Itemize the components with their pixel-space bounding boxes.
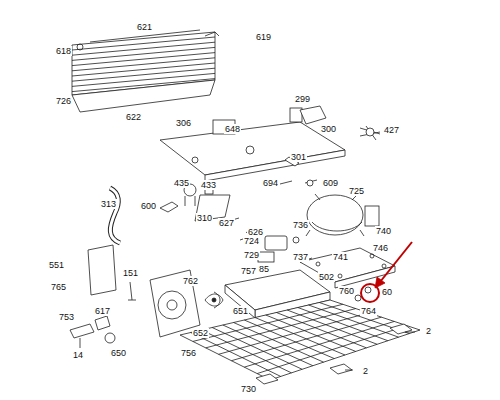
callout-number: 724 bbox=[243, 236, 260, 246]
callout-number: 627 bbox=[218, 218, 235, 228]
callout-number: 725 bbox=[348, 186, 365, 196]
grid-stroke bbox=[72, 37, 215, 50]
grid-stroke bbox=[244, 321, 394, 367]
electrical-parts bbox=[160, 106, 380, 240]
grid-stroke bbox=[72, 68, 215, 81]
cover-plate bbox=[160, 120, 345, 181]
condenser bbox=[72, 30, 219, 112]
callout-number: 730 bbox=[240, 384, 257, 394]
compressor bbox=[306, 192, 379, 236]
grid-stroke bbox=[219, 313, 369, 354]
callout-number: 726 bbox=[55, 96, 72, 106]
bottom-grid bbox=[180, 300, 420, 380]
drain-tube bbox=[110, 188, 120, 243]
callout-number: 765 bbox=[50, 282, 67, 292]
callout-number: 299 bbox=[294, 94, 311, 104]
brackets bbox=[70, 316, 115, 348]
callout-number: 300 bbox=[320, 124, 337, 134]
callout-number: 2 bbox=[362, 366, 369, 376]
callout-number: 736 bbox=[292, 220, 309, 230]
callout-number: 753 bbox=[58, 312, 75, 322]
callout-number: 2 bbox=[425, 326, 432, 336]
fan-assembly bbox=[88, 245, 223, 337]
callout-number: 622 bbox=[125, 112, 142, 122]
callout-number: 151 bbox=[122, 268, 139, 278]
callout-number: 762 bbox=[182, 276, 199, 286]
callout-number: 746 bbox=[372, 243, 389, 253]
callout-number: 650 bbox=[110, 348, 127, 358]
grid-stroke bbox=[231, 317, 381, 361]
callout-number: 652 bbox=[192, 328, 209, 338]
callout-number: 313 bbox=[100, 199, 117, 209]
callout-number: 741 bbox=[332, 252, 349, 262]
callout-number: 502 bbox=[318, 272, 335, 282]
grid-stroke bbox=[191, 333, 281, 377]
callout-number: 621 bbox=[136, 22, 153, 32]
grid-stroke bbox=[72, 63, 215, 76]
callout-number: 301 bbox=[290, 152, 307, 162]
callout-number: 737 bbox=[292, 252, 309, 262]
callout-number: 14 bbox=[72, 350, 84, 360]
grid-stroke bbox=[206, 309, 356, 348]
callout-number: 306 bbox=[175, 118, 192, 128]
callout-number: 617 bbox=[94, 306, 111, 316]
grid-stroke bbox=[72, 53, 215, 66]
callout-number: 609 bbox=[322, 178, 339, 188]
callout-number: 618 bbox=[55, 46, 72, 56]
callout-number: 694 bbox=[262, 178, 279, 188]
callout-number: 756 bbox=[180, 348, 197, 358]
callout-number: 760 bbox=[338, 286, 355, 296]
callout-number: 729 bbox=[243, 250, 260, 260]
callout-number: 85 bbox=[258, 264, 270, 274]
grid-stroke bbox=[193, 304, 343, 341]
callout-number: 435 bbox=[173, 178, 190, 188]
foot-pads bbox=[256, 324, 415, 384]
callout-number: 757 bbox=[240, 266, 257, 276]
callout-number: 427 bbox=[383, 125, 400, 135]
grid-stroke bbox=[72, 58, 215, 71]
grid-stroke bbox=[72, 47, 215, 60]
callout-number: 433 bbox=[200, 180, 217, 190]
callout-number: 651 bbox=[232, 306, 249, 316]
callout-number: 551 bbox=[48, 260, 65, 270]
grid-stroke bbox=[72, 42, 215, 55]
callout-number: 648 bbox=[224, 124, 241, 134]
callout-number: 740 bbox=[375, 226, 392, 236]
highlight bbox=[361, 242, 412, 302]
callout-number: 60 bbox=[381, 287, 393, 297]
callout-number: 619 bbox=[255, 32, 272, 42]
relay bbox=[258, 236, 312, 262]
callout-number: 600 bbox=[140, 201, 157, 211]
callout-number: 310 bbox=[196, 213, 213, 223]
grid-stroke bbox=[257, 326, 407, 374]
callout-number: 764 bbox=[360, 306, 377, 316]
